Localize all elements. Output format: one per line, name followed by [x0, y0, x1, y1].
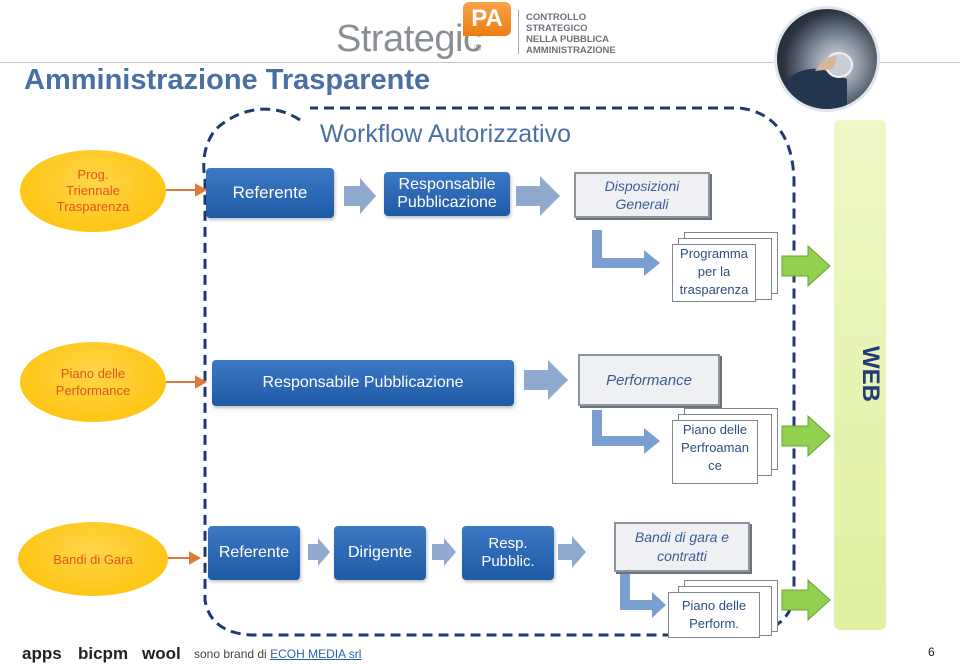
step-referente: Referente	[206, 168, 334, 218]
page-number: 6	[928, 645, 935, 659]
output-bandi-gara-contratti: Bandi di gara e contratti	[614, 522, 750, 572]
workflow-boundary	[202, 106, 796, 637]
document-piano-perfroamance: Piano delle Perfroaman ce	[672, 420, 758, 484]
document-programma-trasparenza: Programma per la trasparenza	[672, 244, 756, 302]
step-referente-row3: Referente	[208, 526, 300, 580]
brand-wool: wool	[142, 644, 181, 663]
source-oval-piano-performance: Piano delle Performance	[20, 342, 166, 422]
logo-subtitle: CONTROLLO STRATEGICO NELLA PUBBLICA AMMI…	[526, 12, 616, 56]
step-responsabile-pubblicazione-row2: Responsabile Pubblicazione	[212, 360, 514, 406]
source-oval-prog-triennale: Prog. Triennale Trasparenza	[20, 150, 166, 232]
output-disposizioni-generali: Disposizioni Generali	[574, 172, 710, 218]
strategic-logo-text: Strategic	[336, 18, 482, 60]
step-dirigente: Dirigente	[334, 526, 426, 580]
pa-logo-badge: PA	[463, 2, 511, 36]
workflow-title: Workflow Autorizzativo	[320, 120, 572, 148]
source-oval-bandi-gara: Bandi di Gara	[18, 522, 168, 596]
web-arrows	[781, 244, 831, 622]
web-panel	[834, 120, 886, 630]
document-piano-perform: Piano delle Perform.	[668, 592, 760, 638]
brand-bicpm: bicpm	[78, 644, 129, 663]
output-performance: Performance	[578, 354, 720, 406]
brand-apps: apps	[22, 644, 62, 663]
step-responsabile-pubblicazione: Responsabile Pubblicazione	[384, 172, 510, 216]
registered-mark: ®	[474, 43, 482, 54]
step-arrows	[308, 176, 586, 568]
header-divider	[0, 62, 960, 63]
step-resp-pubblic: Resp. Pubblic.	[462, 526, 554, 580]
logo-divider	[518, 10, 519, 54]
ecoh-media-link[interactable]: ECOH MEDIA srl	[270, 647, 362, 661]
bent-arrows	[592, 230, 666, 618]
page-title: Amministrazione Trasparente	[24, 64, 431, 96]
web-label: WEB	[857, 346, 884, 402]
footer-note: sono brand di ECOH MEDIA srl	[194, 647, 362, 661]
source-arrows	[166, 183, 208, 565]
business-photo	[774, 6, 880, 112]
